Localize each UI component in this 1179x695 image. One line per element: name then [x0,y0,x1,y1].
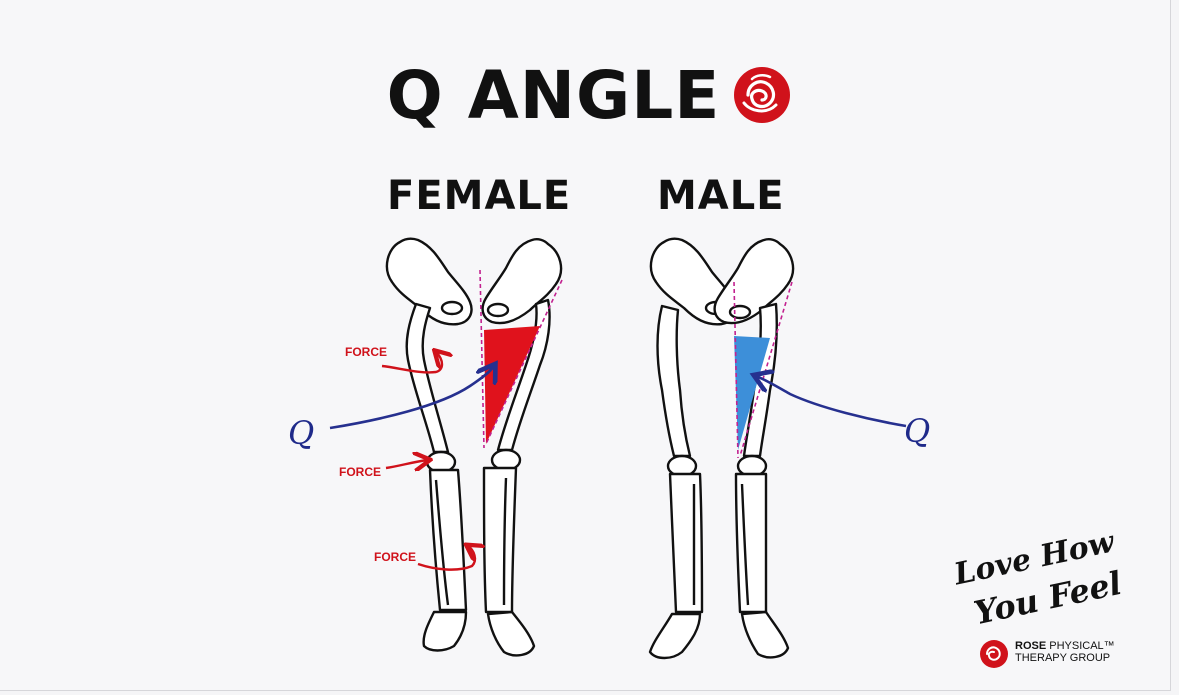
male-left-foot [650,614,700,658]
q-arrow-right [756,376,906,426]
brand-name: ROSE PHYSICAL™ THERAPY GROUP [1015,640,1115,664]
male-left-shin [670,474,702,612]
force-label-top: FORCE [345,345,387,359]
female-skeleton [387,239,561,656]
brand-name-bold: ROSE [1015,640,1046,652]
male-left-femur [658,306,691,456]
male-skeleton [650,239,793,658]
q-label-right: Q [904,412,930,450]
female-left-shin [430,470,466,610]
brand-name-rest: PHYSICAL™ [1049,640,1114,652]
male-right-pelvis [715,239,793,323]
female-right-foot [488,612,534,655]
male-right-shin [736,474,766,612]
female-left-foot [424,612,466,651]
male-right-foot [742,612,788,657]
brand-name-line2: THERAPY GROUP [1015,652,1110,664]
force-arrow-mid [386,460,428,468]
q-label-left: Q [288,414,314,452]
female-left-femur [407,304,448,452]
female-right-shin [484,468,516,612]
rose-logo-small-icon [979,639,1009,669]
force-label-mid: FORCE [339,465,381,479]
force-label-low: FORCE [374,550,416,564]
brand-block: Love How You Feel ROSE PHYSICAL™ THERAPY… [945,535,1125,675]
